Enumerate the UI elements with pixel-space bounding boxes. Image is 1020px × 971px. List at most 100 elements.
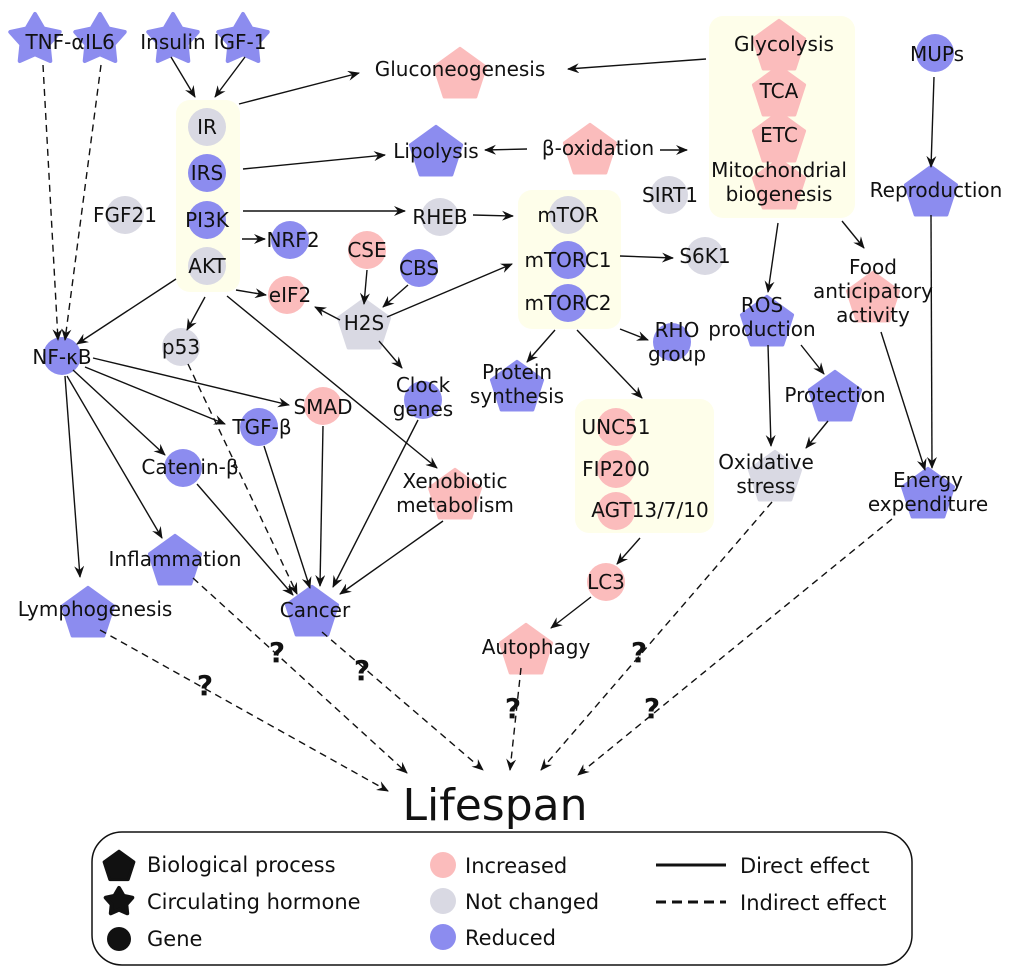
edge-h2s-to-clock — [378, 340, 403, 369]
edge-tnf-to-nfkb — [42, 64, 63, 341]
node-mtorc1-circle-icon — [549, 241, 587, 279]
edge-insulin-group-to-glucon — [238, 70, 360, 105]
node-label-cancer: Cancer — [280, 598, 351, 622]
node-label-mups: MUPs — [910, 42, 964, 66]
node-label-mtorc2: mTORC2 — [524, 291, 611, 315]
edge-tgfb-to-cancer — [263, 445, 312, 589]
node-label-etc: ETC — [760, 123, 798, 147]
node-label-glucon: Gluconeogenesis — [375, 57, 546, 81]
node-label-fip200: FIP200 — [582, 457, 650, 481]
node-label-agt: AGT13/7/10 — [591, 498, 708, 522]
node-label-s6k1: S6K1 — [679, 244, 730, 268]
node-label-cbs: CBS — [399, 256, 439, 280]
node-label-tca: TCA — [759, 79, 799, 103]
node-protection-pentagon-icon — [807, 369, 863, 422]
node-label-boxid: β-oxidation — [542, 136, 654, 160]
edge-mtor-group-to-protsyn — [526, 329, 556, 363]
node-tgfb-circle-icon — [240, 408, 278, 446]
node-h2s-pentagon-icon — [336, 297, 392, 350]
edge-insulin-group-to-nfkb — [76, 278, 177, 345]
edge-nfkb-to-tgfb — [84, 366, 226, 425]
legend-status-label: Increased — [465, 854, 567, 878]
node-mtor-circle-icon — [549, 196, 587, 234]
node-oxstress-pentagon-icon — [747, 449, 803, 502]
node-energy-pentagon-icon — [900, 466, 956, 519]
node-food-pentagon-icon — [845, 270, 901, 323]
legend-line-label: Indirect effect — [740, 891, 886, 915]
node-il6-star-icon — [73, 12, 127, 63]
edge-nfkb-to-lympho — [64, 375, 85, 578]
node-s6k1-circle-icon — [686, 237, 724, 275]
node-irs-circle-icon — [188, 154, 226, 192]
question-mark-inflam: ? — [269, 636, 285, 669]
node-label-lipolysis: Lipolysis — [393, 139, 478, 163]
node-clock-circle-icon — [404, 381, 442, 419]
edge-nfkb-to-catenin — [72, 369, 166, 456]
node-glucon-pentagon-icon — [432, 46, 488, 99]
node-label-unc51: UNC51 — [581, 415, 650, 439]
legend-reduced-swatch — [430, 924, 456, 950]
node-label-autophagy: Autophagy — [482, 635, 591, 659]
node-label-eif2: eIF2 — [269, 283, 311, 307]
edge-akt-to-eif2 — [235, 288, 267, 299]
node-label-akt: AKT — [188, 254, 226, 278]
node-catenin-circle-icon — [164, 449, 202, 487]
edge-igf1-to-insulin-group — [214, 56, 246, 98]
legend-circle-icon — [107, 927, 131, 951]
edge-p53-to-cancer — [187, 363, 298, 595]
node-xeno-pentagon-icon — [427, 467, 483, 520]
node-nfkb-circle-icon — [43, 337, 81, 375]
node-insulin-star-icon — [146, 12, 200, 63]
legend-shape-label: Gene — [147, 927, 202, 951]
edge-protection-to-oxstress — [805, 420, 829, 449]
node-label-sirt1: SIRT1 — [642, 183, 698, 207]
edge-inflam-to-lifespan — [192, 577, 408, 774]
edge-ros-to-oxstress — [765, 344, 776, 447]
node-label-rheb: RHEB — [412, 205, 467, 229]
node-label-ir: IR — [197, 115, 217, 139]
node-nrf2-circle-icon — [271, 221, 309, 259]
node-label-insulin: Insulin — [140, 30, 205, 54]
edge-mtor-group-to-rho — [619, 328, 649, 341]
legend-star-icon — [103, 886, 135, 916]
node-lipolysis-pentagon-icon — [408, 124, 464, 177]
edge-mtor-group-to-autophagy-group — [576, 329, 643, 399]
edge-autophagy-group-to-lc3 — [616, 537, 641, 565]
legend-status-label: Not changed — [465, 890, 599, 914]
node-label-inflam: Inflammation — [109, 547, 242, 571]
question-mark-lympho: ? — [197, 669, 213, 702]
node-label-fgf21: FGF21 — [93, 203, 157, 227]
node-label-il6: IL6 — [85, 30, 115, 54]
node-label-cse: CSE — [347, 238, 386, 262]
edge-lympho-to-lifespan — [99, 629, 389, 792]
node-label-nrf2: NRF2 — [266, 228, 319, 252]
node-lc3-circle-icon — [587, 563, 625, 601]
legend-line-label: Direct effect — [740, 854, 870, 878]
edge-clock-to-cancer — [332, 419, 419, 588]
legend-pentagon-icon — [102, 849, 136, 882]
node-label-p53: p53 — [162, 335, 200, 359]
node-label-lympho: Lymphogenesis — [18, 597, 173, 621]
edge-rheb-to-mtor-group — [472, 210, 514, 221]
node-ir-circle-icon — [188, 108, 226, 146]
edge-lc3-to-autophagy — [550, 596, 592, 629]
edge-oxstress-to-lifespan — [540, 501, 773, 771]
edge-mtorc1-to-s6k1 — [619, 252, 674, 263]
node-label-nfkb: NF-κB — [32, 345, 91, 369]
edge-mito-group-to-ros — [764, 222, 779, 293]
node-label-lifespan: Lifespan — [402, 780, 587, 831]
legend-shape-label: Circulating hormone — [147, 890, 361, 914]
node-akt-circle-icon — [188, 247, 226, 285]
node-cbs-circle-icon — [400, 249, 438, 287]
node-label-tnf: TNF-α — [24, 30, 84, 54]
node-label-mtor: mTOR — [537, 203, 598, 227]
edge-cbs-to-h2s — [382, 284, 409, 308]
legend-status-label: Reduced — [465, 926, 556, 950]
